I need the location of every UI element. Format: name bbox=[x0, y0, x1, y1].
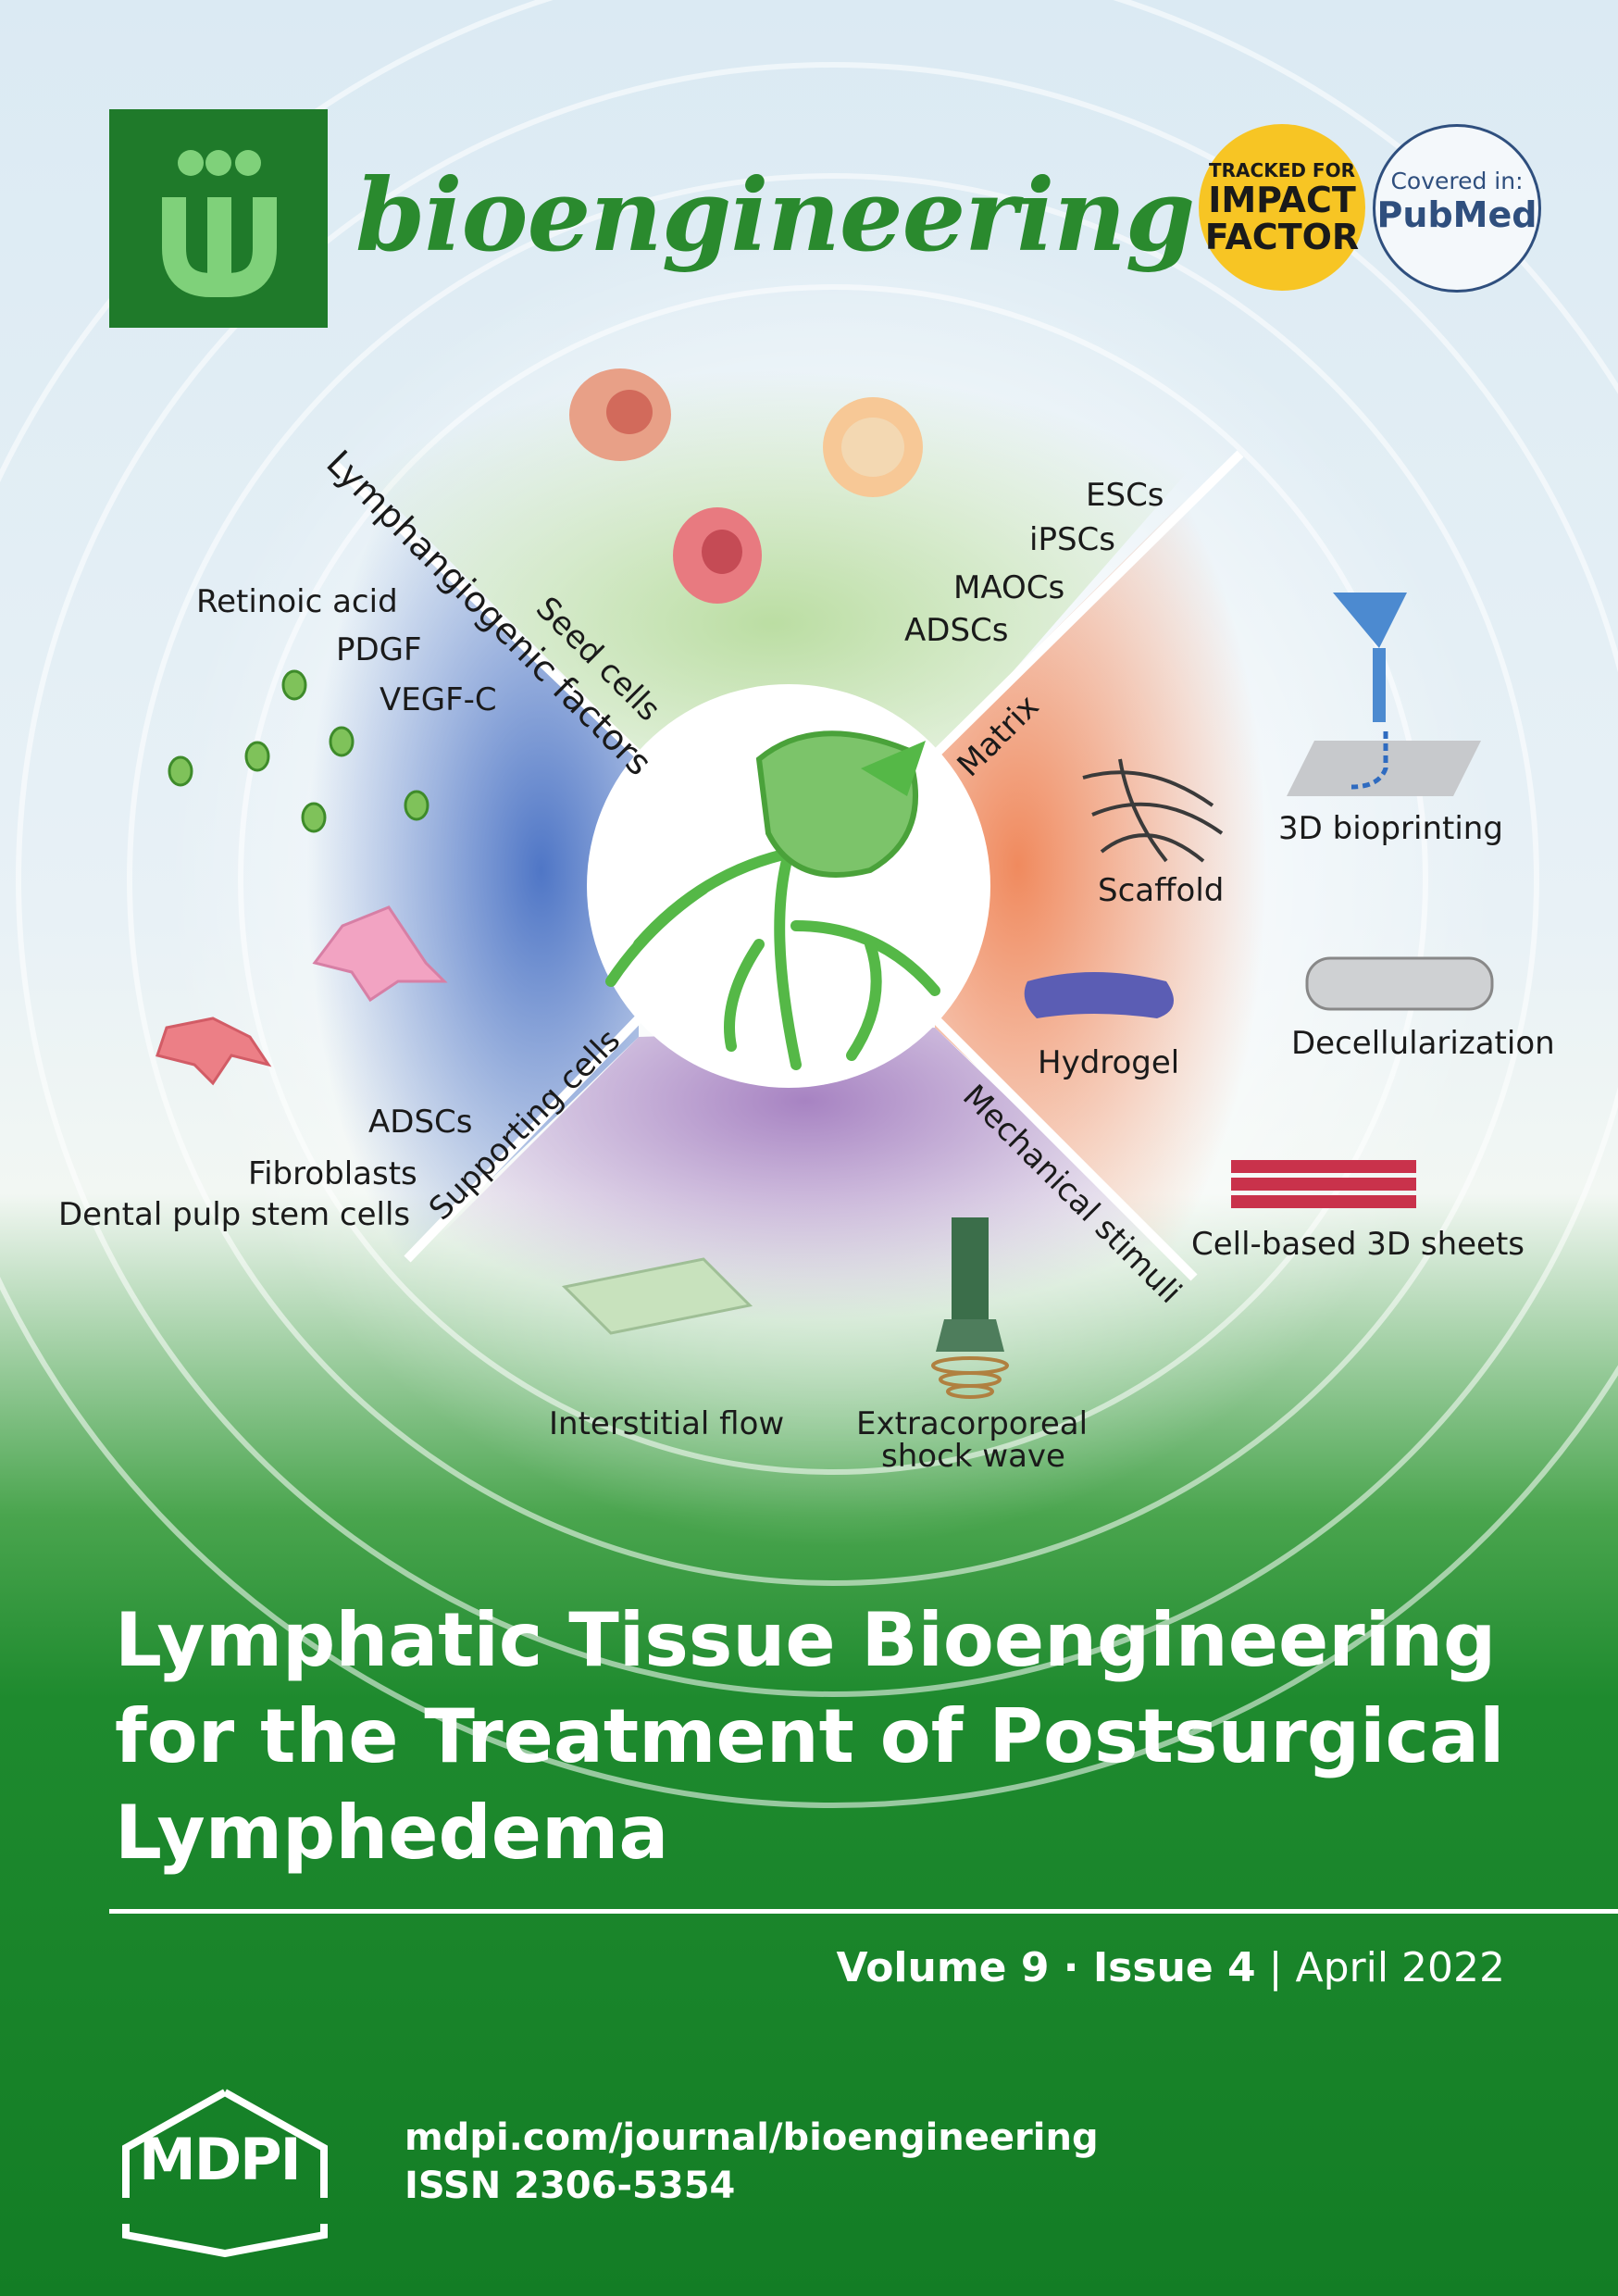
seed-cells-sector bbox=[342, 329, 1203, 750]
article-title-line: for the Treatment of Postsurgical bbox=[115, 1693, 1505, 1779]
seed-cell-label: iPSCs bbox=[1029, 521, 1115, 558]
divider bbox=[109, 1909, 1618, 1914]
separator: · bbox=[1049, 1944, 1093, 1991]
impact-factor-badge: TRACKED FOR IMPACT FACTOR bbox=[1199, 124, 1365, 291]
matrix-sector bbox=[935, 454, 1350, 1278]
stimuli-label: Extracorporeal bbox=[856, 1405, 1089, 1442]
matrix-label: Hydrogel bbox=[1038, 1044, 1180, 1081]
issue-date: April 2022 bbox=[1295, 1944, 1505, 1991]
stimuli-label: shock wave bbox=[881, 1438, 1065, 1475]
seed-cell-label: ADSCs bbox=[904, 612, 1009, 649]
article-title-line: Lymphatic Tissue Bioengineering bbox=[115, 1597, 1497, 1683]
supporting-cell-label: ADSCs bbox=[368, 1104, 473, 1141]
badge-text: IMPACT bbox=[1208, 180, 1356, 220]
seed-cell-label: ESCs bbox=[1086, 477, 1164, 514]
article-title: Lymphatic Tissue Bioengineering for the … bbox=[115, 1592, 1559, 1881]
article-title-line: Lymphedema bbox=[115, 1790, 669, 1876]
issue-info: Volume 9 · Issue 4 | April 2022 bbox=[837, 1944, 1505, 1991]
badge-text: FACTOR bbox=[1204, 217, 1360, 257]
factor-label: Retinoic acid bbox=[196, 583, 398, 620]
separator: | bbox=[1255, 1944, 1296, 1991]
badge-text: TRACKED FOR bbox=[1209, 159, 1355, 181]
matrix-label: Cell-based 3D sheets bbox=[1191, 1226, 1525, 1263]
badge-text: PubMed bbox=[1376, 194, 1537, 235]
journal-logo bbox=[109, 109, 328, 328]
publisher-name: MDPI bbox=[139, 2126, 302, 2193]
journal-url[interactable]: mdpi.com/journal/bioengineering bbox=[404, 2116, 1099, 2159]
stimuli-label: Interstitial flow bbox=[549, 1405, 785, 1442]
factor-label: PDGF bbox=[336, 631, 422, 668]
mdpi-logo-icon bbox=[122, 2089, 328, 2258]
matrix-label: Scaffold bbox=[1098, 872, 1225, 909]
factor-label: VEGF-C bbox=[380, 681, 497, 718]
badge-text: Covered in: bbox=[1390, 168, 1524, 194]
pubmed-badge: Covered in: PubMed bbox=[1373, 124, 1541, 293]
journal-logo-icon bbox=[162, 150, 277, 297]
volume: Volume 9 bbox=[836, 1944, 1050, 1991]
issn: ISSN 2306-5354 bbox=[404, 2165, 736, 2207]
supporting-cell-label: Fibroblasts bbox=[248, 1155, 417, 1192]
seed-cell-label: MAOCs bbox=[953, 569, 1065, 606]
matrix-label: 3D bioprinting bbox=[1278, 810, 1503, 847]
supporting-cell-label: Dental pulp stem cells bbox=[58, 1196, 411, 1233]
matrix-label: Decellularization bbox=[1291, 1025, 1555, 1062]
issue-number: Issue 4 bbox=[1092, 1944, 1256, 1991]
journal-name: bioengineering bbox=[355, 157, 1195, 274]
